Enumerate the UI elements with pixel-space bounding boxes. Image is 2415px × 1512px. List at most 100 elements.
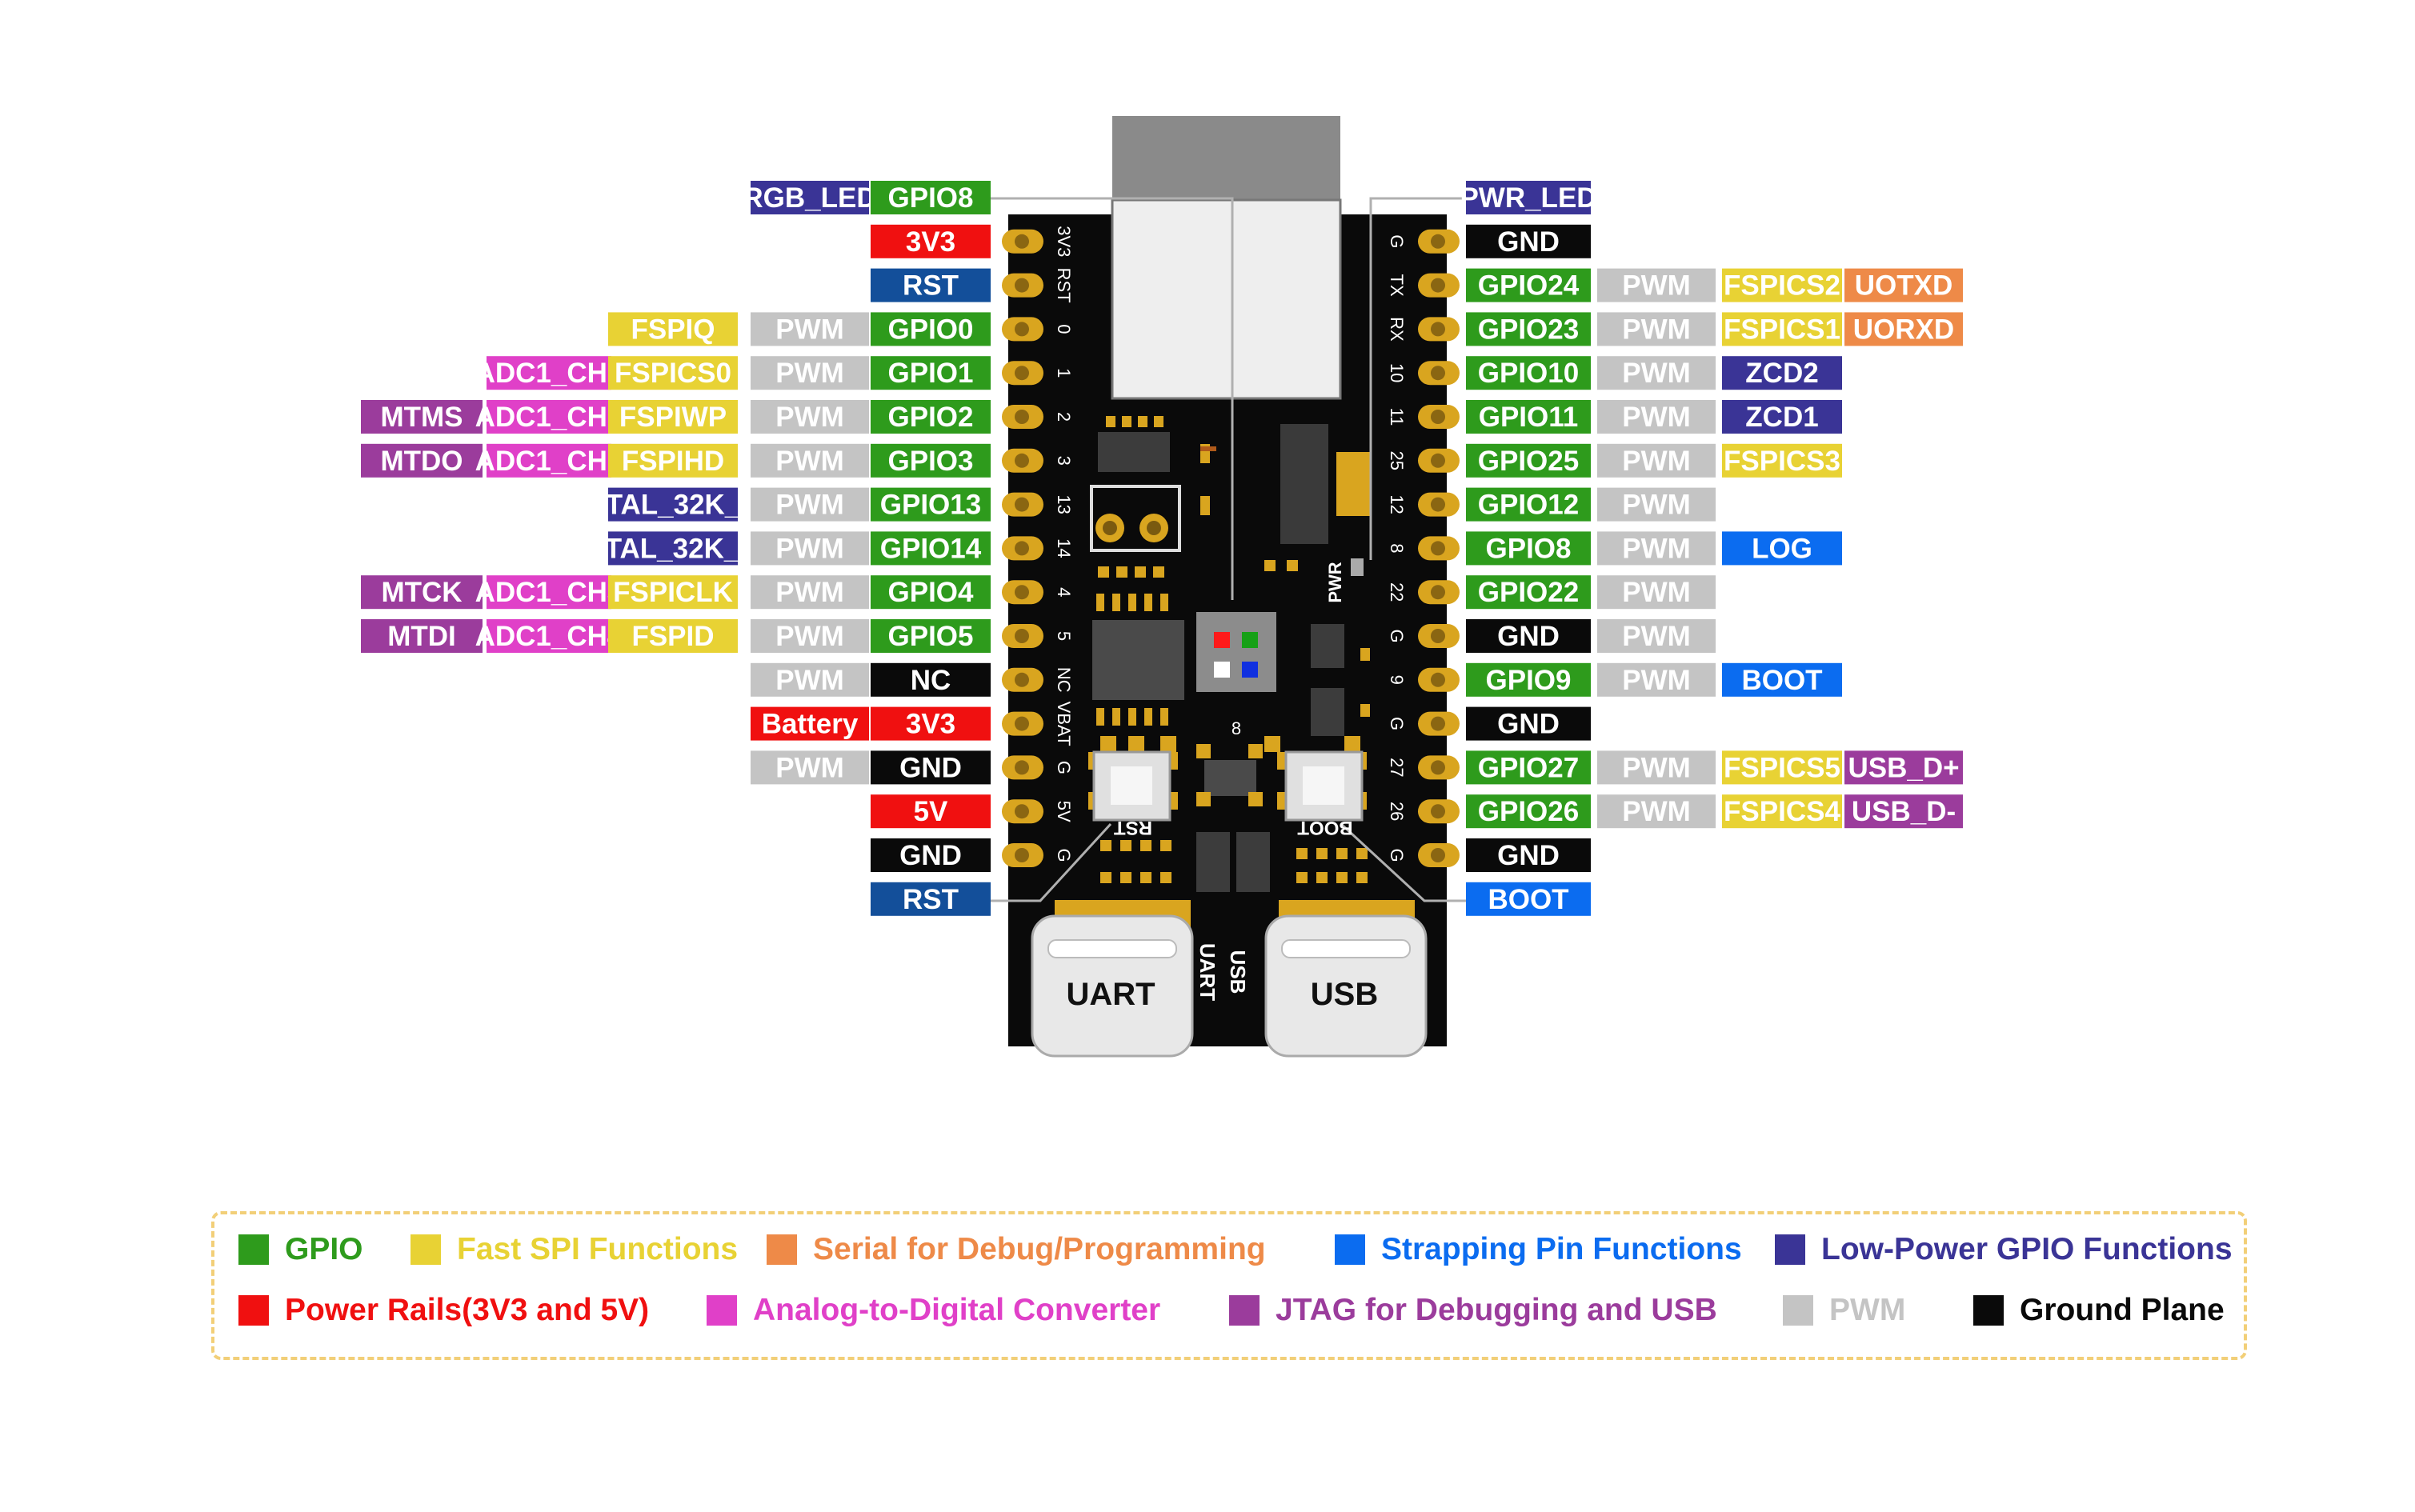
pin-label-uorxd: UORXD [1844, 312, 1963, 346]
silk-left-label: RST [1054, 268, 1074, 303]
header-pads [1002, 229, 1460, 867]
pin-label-gpio27: GPIO27 [1466, 750, 1591, 785]
pin-label-pwm: PWM [751, 400, 869, 434]
pin-label-text: MTDI [387, 621, 456, 652]
pin-label-pwm: PWM [1597, 268, 1716, 302]
pin-label-text: FSPICS4 [1724, 796, 1840, 827]
pin-label-xtal-32k-p: XTAL_32K_P [587, 487, 759, 522]
silk-right-label: 9 [1387, 675, 1407, 685]
pin-label-text: XTAL_32K_P [587, 490, 759, 521]
pin-label-fspiclk: FSPICLK [608, 575, 738, 610]
legend-item-low-power-gpio-functions: Low-Power GPIO Functions [1775, 1232, 2233, 1267]
legend-swatch [1229, 1295, 1260, 1326]
pin-label-text: ZCD2 [1745, 358, 1818, 389]
pin-label-text: Battery [762, 709, 859, 740]
silk-right-label: 22 [1387, 582, 1407, 602]
pin-label-text: GPIO8 [1486, 533, 1572, 564]
pin-label-text: USB_D+ [1848, 752, 1959, 783]
pin-label-gpio0: GPIO0 [871, 312, 991, 346]
pin-label-text: RST [903, 884, 959, 915]
pin-label-gnd: GND [1466, 706, 1591, 741]
pin-label-gpio23: GPIO23 [1466, 312, 1591, 346]
pin-label-pwm: PWM [751, 312, 869, 346]
pin-label-text: 5V [914, 796, 948, 827]
rst-button-silk: RST [1114, 817, 1152, 838]
pin-label-text: ADC1_CH3 [475, 577, 623, 608]
silk-left-label: G [1054, 761, 1074, 774]
pin-label-mtck: MTCK [361, 575, 483, 610]
legend-item-analog-to-digital-converter: Analog-to-Digital Converter [707, 1293, 1160, 1328]
pin-label-adc1-ch2: ADC1_CH2 [475, 443, 623, 478]
silk-right-label: G [1387, 848, 1407, 862]
pin-label-text: PWM [1622, 402, 1691, 433]
pin-label-mtdi: MTDI [361, 619, 483, 653]
pin-label-gpio22: GPIO22 [1466, 575, 1591, 610]
pin-label-text: GND [1497, 840, 1560, 871]
legend-swatch [1335, 1234, 1365, 1265]
silk-right-label: 11 [1387, 408, 1407, 426]
legend-label: Serial for Debug/Programming [813, 1232, 1266, 1266]
silk-left-label: 14 [1054, 538, 1074, 558]
uart-port[interactable] [1031, 900, 1194, 1058]
pin-label-pwm: PWM [1597, 312, 1716, 346]
pin-label-text: FSPICS0 [615, 358, 731, 389]
silk-right-label: G [1387, 717, 1407, 730]
pin-label-nc: NC [871, 662, 991, 697]
pin-label-text: PWM [1622, 314, 1691, 345]
legend-item-pwm: PWM [1783, 1293, 1905, 1328]
pin-label-fspid: FSPID [608, 619, 738, 653]
pin-label-adc1-ch0: ADC1_CH0 [475, 356, 623, 390]
pin-label-uotxd: UOTXD [1844, 268, 1963, 302]
pin-label-text: PWM [1622, 752, 1691, 783]
pin-label-fspics0: FSPICS0 [608, 356, 738, 390]
chip-mark-silk: 8 [1232, 718, 1241, 738]
silk-right-label: G [1387, 629, 1407, 642]
pin-label-text: GPIO2 [888, 402, 974, 433]
pin-label-text: GPIO9 [1486, 665, 1572, 696]
pin-label-gpio2: GPIO2 [871, 400, 991, 434]
legend-swatch [238, 1234, 269, 1265]
boot-button-silk: BOOT [1297, 817, 1353, 838]
pin-label-text: GPIO24 [1478, 270, 1580, 302]
silk-right-label: 12 [1387, 494, 1407, 514]
pin-label-text: ADC1_CH2 [475, 446, 623, 477]
usb-port[interactable] [1264, 900, 1428, 1058]
pin-label-text: FSPICS3 [1724, 446, 1840, 477]
pin-label-fspics3: FSPICS3 [1722, 443, 1842, 478]
pin-label-pwm: PWM [1597, 531, 1716, 566]
pin-label-gpio1: GPIO1 [871, 356, 991, 390]
pin-label-gpio13: GPIO13 [871, 487, 991, 522]
pin-label-text: ADC1_CH0 [475, 358, 623, 389]
pin-label-text: GND [1497, 621, 1560, 652]
pin-label-log: LOG [1722, 531, 1842, 566]
pin-label-text: PWM [775, 621, 844, 652]
pin-label-text: FSPIQ [631, 314, 715, 345]
pin-label-text: GPIO10 [1478, 358, 1579, 389]
pin-label-fspics1: FSPICS1 [1722, 312, 1842, 346]
pin-label-rst: RST [871, 882, 991, 916]
legend-item-fast-spi-functions: Fast SPI Functions [411, 1232, 738, 1267]
pin-label-text: GND [899, 752, 962, 783]
pin-label-5v: 5V [871, 794, 991, 829]
silk-left-label: 1 [1054, 368, 1074, 378]
silk-right-label: 25 [1387, 451, 1407, 470]
pin-label-fspics4: FSPICS4 [1722, 794, 1842, 829]
pin-label-text: PWM [775, 533, 844, 564]
pin-label-text: MTCK [381, 577, 462, 608]
pin-label-text: ADC1_CH4 [475, 621, 623, 652]
rgb-led [1196, 612, 1276, 692]
pin-label-text: 3V3 [906, 709, 955, 740]
silk-right-label: TX [1387, 274, 1407, 297]
pin-label-pwm: PWM [1597, 794, 1716, 829]
legend-label: Fast SPI Functions [457, 1232, 739, 1266]
pin-label-usb-d: USB_D+ [1844, 750, 1963, 785]
legend-label: Power Rails(3V3 and 5V) [285, 1293, 650, 1327]
silk-right-label: 10 [1387, 363, 1407, 382]
pin-label-text: USB_D- [1852, 796, 1956, 827]
pin-label-pwm: PWM [751, 531, 869, 566]
pin-label-text: FSPICS5 [1724, 752, 1840, 783]
pin-label-gpio5: GPIO5 [871, 619, 991, 653]
